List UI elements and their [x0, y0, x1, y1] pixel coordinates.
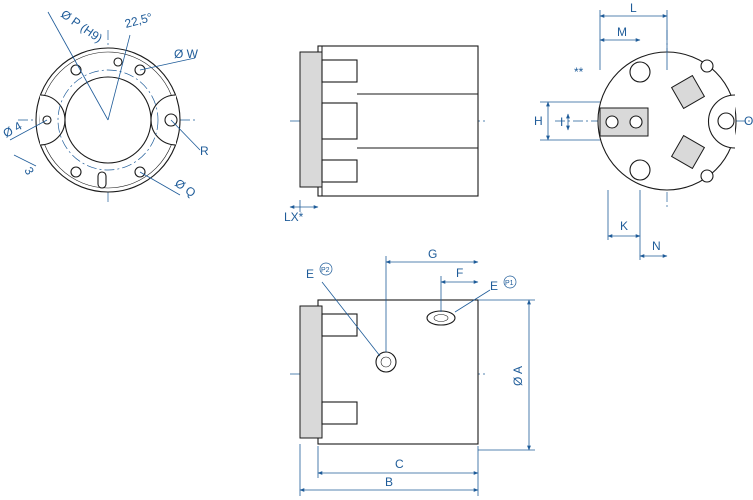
label-three: 3 — [21, 165, 37, 178]
label-p2: P2 — [321, 267, 330, 274]
label-dia-4: Ø 4 — [1, 119, 25, 141]
label-g: G — [428, 247, 437, 261]
label-r: R — [200, 144, 209, 158]
label-e-p1: E — [490, 279, 498, 293]
label-i: I — [560, 115, 563, 129]
p1-circle — [503, 275, 517, 289]
label-double-star: ** — [574, 65, 584, 79]
label-m: M — [617, 25, 627, 39]
rear-view: L M ** O H I K N — [534, 1, 753, 260]
label-angle: 22,5° — [123, 10, 154, 31]
label-c: C — [395, 457, 404, 471]
label-b: B — [385, 475, 393, 489]
label-o: O — [744, 114, 753, 128]
side-view: LX* — [284, 45, 485, 224]
label-f: F — [456, 266, 463, 280]
label-dia-p: Ø P (H9) — [58, 7, 105, 45]
label-dia-a: Ø A — [511, 366, 525, 386]
label-h: H — [534, 114, 543, 128]
top-view: G F E P2 E P1 Ø A C B — [290, 247, 535, 496]
label-dia-w: Ø W — [174, 47, 199, 61]
front-view: Ø P (H9) 22,5° Ø W R Ø Q Ø 4 3 — [1, 7, 209, 205]
label-e-p2: E — [306, 267, 314, 281]
label-k: K — [620, 219, 628, 233]
label-dia-q: Ø Q — [172, 176, 198, 200]
label-n: N — [652, 239, 661, 253]
label-l: L — [630, 1, 637, 15]
label-lx: LX* — [284, 210, 304, 224]
p2-circle — [319, 262, 333, 276]
label-p1: P1 — [505, 280, 514, 287]
